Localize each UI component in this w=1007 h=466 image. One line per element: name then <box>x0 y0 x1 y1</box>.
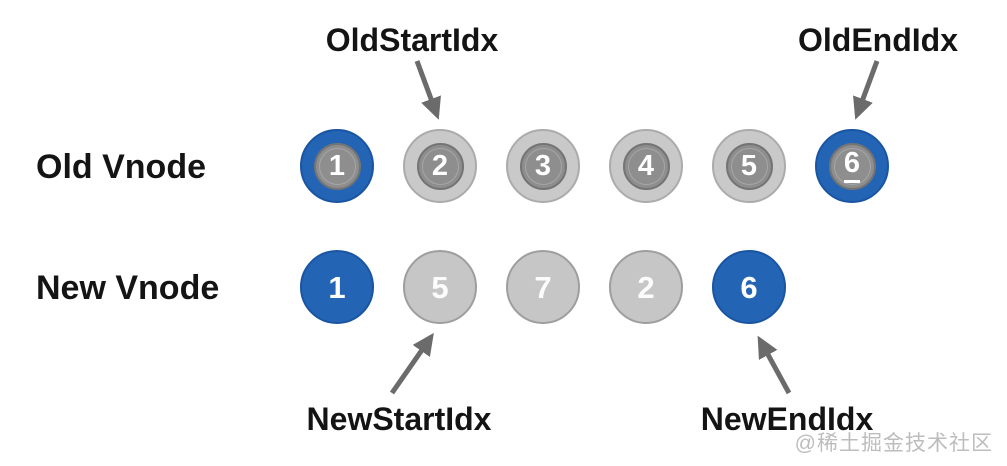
vnode-circle-5: 5 <box>403 250 477 324</box>
vnode-number: 6 <box>740 269 758 305</box>
vnode-inner-circle: 5 <box>725 142 773 190</box>
vnode-circle-6: 6 <box>712 250 786 324</box>
vnode-circle-1: 1 <box>300 250 374 324</box>
vnode-number: 6 <box>843 149 861 183</box>
vnode-number: 2 <box>637 269 655 305</box>
vnode-inner-circle: 3 <box>519 142 567 190</box>
vnode-circle-2: 2 <box>403 129 477 203</box>
old-vnode-row: 1 2 3 4 5 6 <box>300 129 889 203</box>
vnode-number: 1 <box>328 269 346 305</box>
vnode-number: 5 <box>740 149 758 182</box>
vnode-circle-5: 5 <box>712 129 786 203</box>
vnode-circle-6: 6 <box>815 129 889 203</box>
vnode-number: 7 <box>534 269 552 305</box>
vnode-inner-circle: 1 <box>313 142 361 190</box>
watermark: @稀土掘金技术社区 <box>794 432 993 455</box>
vnode-inner-circle: 2 <box>416 142 464 190</box>
pointer-label-oldstartidx: OldStartIdx <box>325 22 499 58</box>
old-start-arrow <box>414 60 441 120</box>
vnode-number: 4 <box>637 149 655 182</box>
old-vnode-label: Old Vnode <box>36 148 206 186</box>
vnode-circle-3: 3 <box>506 129 580 203</box>
vnode-circle-2: 2 <box>609 250 683 324</box>
new-end-arrow <box>757 335 792 395</box>
vnode-circle-7: 7 <box>506 250 580 324</box>
vnode-number: 2 <box>431 149 449 182</box>
new-vnode-row: 1 5 7 2 6 <box>300 250 786 324</box>
pointer-label-newstartidx: NewStartIdx <box>306 401 492 437</box>
vnode-number: 1 <box>328 149 346 182</box>
vnode-circle-4: 4 <box>609 129 683 203</box>
vnode-inner-circle: 4 <box>622 142 670 190</box>
pointer-label-newendidx: NewEndIdx <box>700 401 874 437</box>
pointer-label-oldendidx: OldEndIdx <box>798 22 958 58</box>
vnode-inner-circle: 6 <box>828 142 876 190</box>
new-start-arrow <box>389 332 434 395</box>
vnode-number: 5 <box>431 269 449 305</box>
vnode-number: 3 <box>534 149 552 182</box>
vnode-circle-1: 1 <box>300 129 374 203</box>
old-end-arrow <box>853 60 880 120</box>
new-vnode-label: New Vnode <box>36 269 220 307</box>
